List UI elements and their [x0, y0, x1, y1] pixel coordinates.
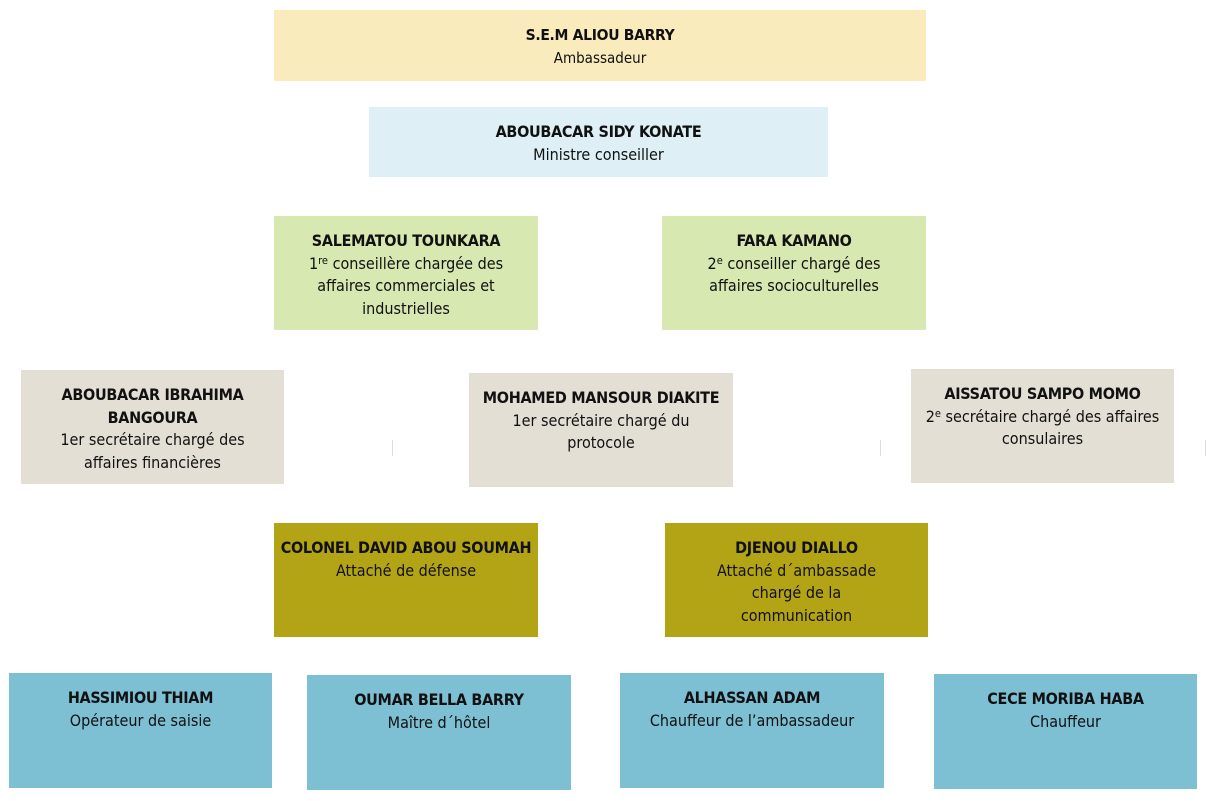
node-attache-defense: COLONEL DAVID ABOU SOUMAH Attaché de déf… [274, 523, 538, 637]
connector-mark [880, 440, 881, 456]
connector-mark [1205, 440, 1206, 456]
node-name: HASSIMIOU THIAM [67, 688, 214, 707]
role-superscript: e [934, 406, 941, 420]
node-role: Attaché de défense [335, 560, 477, 580]
node-name: FARA KAMANO [736, 231, 852, 250]
node-ambassadeur: S.E.M ALIOU BARRY Ambassadeur [274, 10, 926, 81]
node-role: 2e conseiller chargé des affaires socioc… [662, 253, 926, 298]
node-name: OUMAR BELLA BARRY [354, 690, 524, 709]
node-role: Ministre conseiller [533, 144, 664, 164]
role-superscript: e [716, 253, 723, 267]
node-role: Chauffeur de l’ambassadeur [649, 710, 855, 730]
role-superscript: re [318, 253, 329, 267]
node-conseillere-commerciale: SALEMATOU TOUNKARA 1re conseillère charg… [274, 216, 538, 330]
node-ministre-conseiller: ABOUBACAR SIDY KONATE Ministre conseille… [369, 107, 828, 177]
node-chauffeur-ambassadeur: ALHASSAN ADAM Chauffeur de l’ambassadeur [620, 673, 884, 788]
node-name: S.E.M ALIOU BARRY [525, 26, 675, 44]
node-maitre-hotel: OUMAR BELLA BARRY Maître d´hôtel [307, 675, 571, 790]
node-secretaire-consulaire: AISSATOU SAMPO MOMO 2e secrétaire chargé… [911, 369, 1174, 483]
node-role: 2e secrétaire chargé des affaires consul… [911, 406, 1174, 451]
node-role: Opérateur de saisie [69, 710, 212, 730]
node-secretaire-protocole: MOHAMED MANSOUR DIAKITE 1er secrétaire c… [469, 373, 733, 487]
node-attache-communication: DJENOU DIALLO Attaché d´ambassade chargé… [665, 523, 928, 637]
role-prefix: 2 [707, 253, 717, 273]
role-prefix: 2 [925, 406, 935, 426]
node-name: MOHAMED MANSOUR DIAKITE [482, 388, 720, 407]
node-name: ABOUBACAR IBRAHIMA BANGOURA [61, 385, 244, 427]
node-role: Attaché d´ambassade chargé de la communi… [716, 560, 877, 625]
node-name: CECE MORIBA HABA [987, 689, 1144, 708]
node-name: ABOUBACAR SIDY KONATE [495, 122, 702, 141]
connector-mark [392, 440, 393, 456]
node-secretaire-financier: ABOUBACAR IBRAHIMA BANGOURA 1er secrétai… [21, 370, 284, 484]
role-text: conseillère chargée des affaires commerc… [317, 253, 504, 318]
node-chauffeur: CECE MORIBA HABA Chauffeur [934, 674, 1197, 789]
node-role: Ambassadeur [553, 48, 647, 67]
node-name: SALEMATOU TOUNKARA [311, 231, 501, 250]
node-role: Maître d´hôtel [387, 712, 491, 732]
node-role: 1er secrétaire chargé des affaires finan… [60, 430, 245, 472]
role-prefix: 1 [308, 253, 319, 273]
node-name: DJENOU DIALLO [735, 538, 858, 557]
node-operateur-saisie: HASSIMIOU THIAM Opérateur de saisie [9, 673, 272, 788]
role-text: secrétaire chargé des affaires consulair… [940, 406, 1160, 449]
node-role: Chauffeur [1030, 711, 1101, 731]
node-conseiller-socioculturel: FARA KAMANO 2e conseiller chargé des aff… [662, 216, 926, 330]
node-name: AISSATOU SAMPO MOMO [944, 384, 1141, 403]
node-role: 1er secrétaire chargé du protocole [512, 410, 690, 453]
node-role: 1re conseillère chargée des affaires com… [274, 253, 538, 321]
role-text: conseiller chargé des affaires sociocult… [709, 253, 881, 296]
node-name: ALHASSAN ADAM [683, 688, 821, 707]
node-name: COLONEL DAVID ABOU SOUMAH [280, 538, 532, 557]
